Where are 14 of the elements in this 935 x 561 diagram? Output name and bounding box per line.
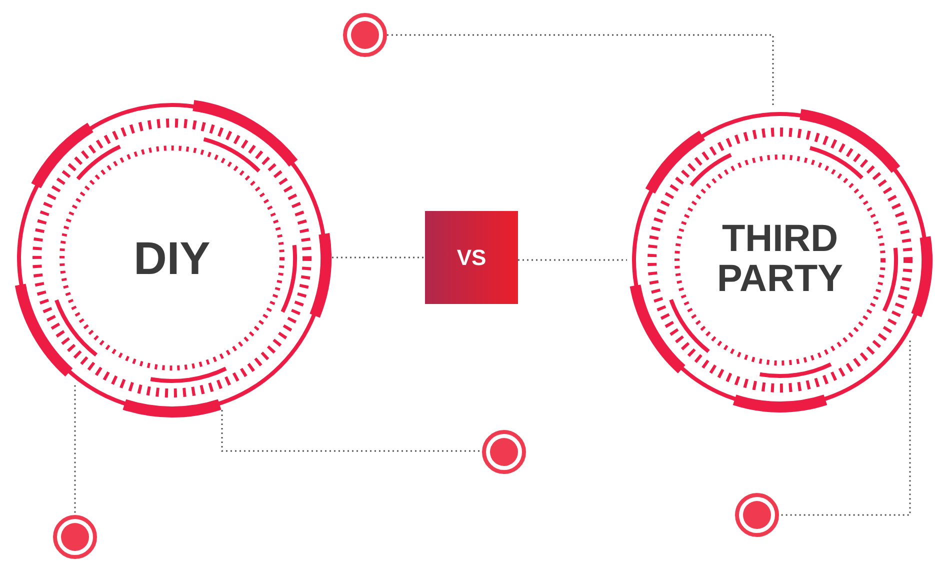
circle-marker [482,430,526,474]
connector-line [221,410,482,452]
circle-marker [343,13,387,57]
connector-line [518,259,627,261]
circle-marker [735,493,779,537]
circle-marker [53,515,97,559]
node-label: DIY [134,234,210,282]
node-label: THIRD PARTY [716,220,844,300]
connector-line [387,34,774,108]
connector-line [332,256,425,258]
versus-badge [425,211,518,304]
connector-line [779,340,911,516]
versus-label: VS [456,246,486,270]
connector-line [74,385,76,515]
